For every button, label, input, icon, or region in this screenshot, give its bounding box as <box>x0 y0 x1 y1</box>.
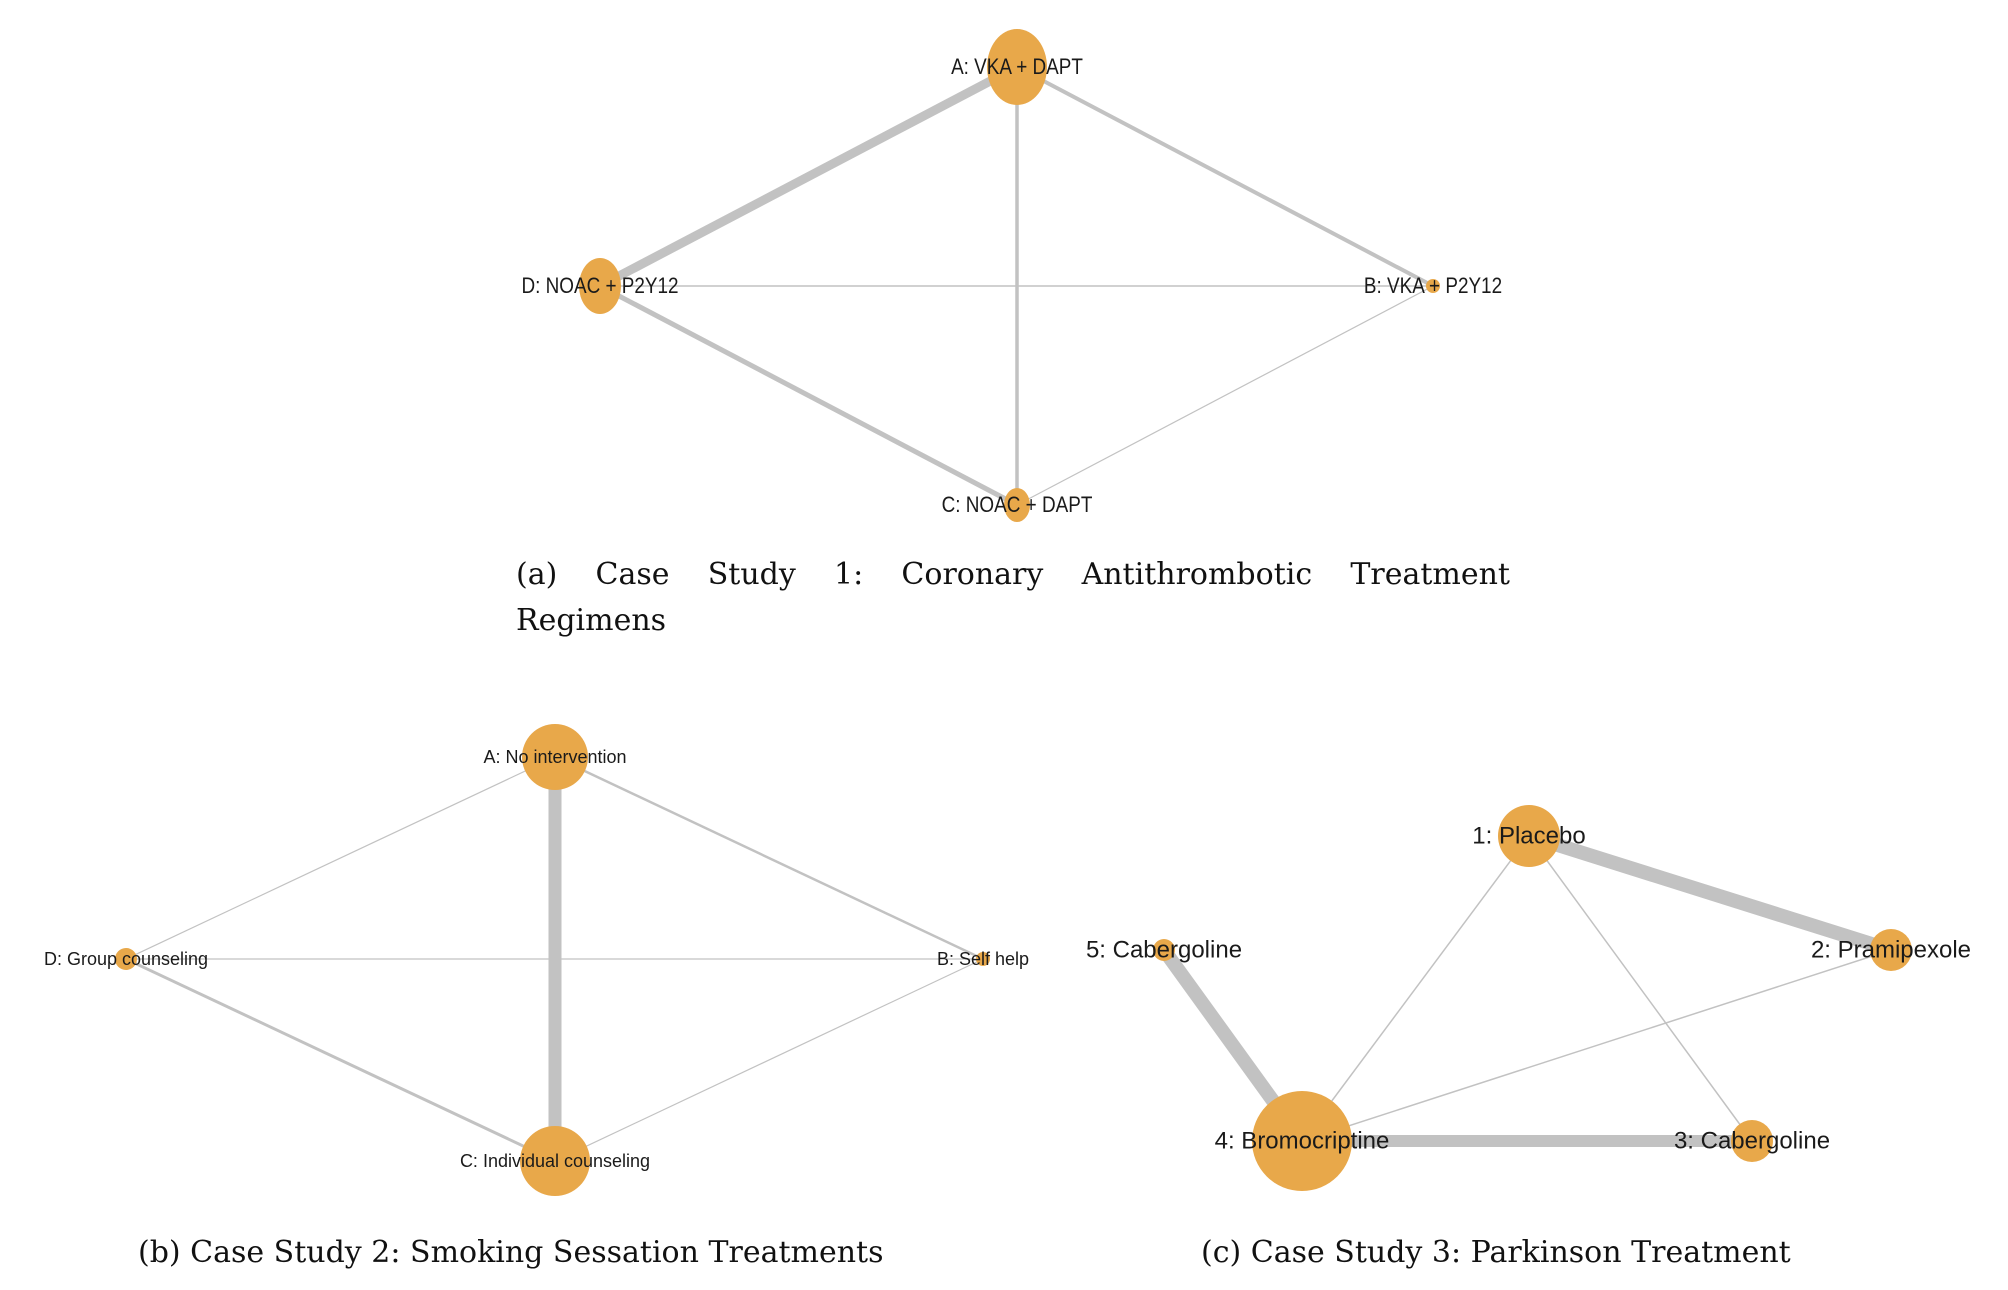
node-circle-a-A <box>987 29 1047 105</box>
node-circle-c-2 <box>1870 929 1912 971</box>
node-label-a-C: C: NOAC + DAPT <box>942 493 1093 518</box>
node-circle-c-1 <box>1498 805 1560 867</box>
node-c-4: 4: Bromocriptine <box>1215 1091 1390 1191</box>
node-circle-c-5 <box>1153 939 1175 961</box>
node-circle-b-D <box>115 948 137 970</box>
node-label-a-D: D: NOAC + P2Y12 <box>521 274 678 299</box>
node-label-a-B: B: VKA + P2Y12 <box>1364 274 1502 299</box>
edge-a-A-B <box>1016 65 1434 288</box>
node-label-b-B: B: Self help <box>937 949 1029 969</box>
node-c-5: 5: Cabergoline <box>1086 937 1242 964</box>
node-label-c-2: 2: Pramipexole <box>1811 937 1971 964</box>
edge-b-D-C <box>125 957 556 1163</box>
node-a-A: A: VKA + DAPT <box>951 29 1083 105</box>
node-label-b-C: C: Individual counseling <box>460 1151 650 1171</box>
caption-c: (c) Case Study 3: Parkinson Treatment <box>1201 1235 1791 1270</box>
node-circle-c-3 <box>1731 1120 1773 1162</box>
edge-c-1-4 <box>1301 835 1530 1142</box>
edge-b-B-C <box>554 958 984 1162</box>
node-b-A: A: No intervention <box>483 724 627 790</box>
edge-c-1-2 <box>1526 829 1894 957</box>
node-label-b-A: A: No intervention <box>483 747 626 767</box>
caption-a-line2: Regimens <box>516 603 667 638</box>
edge-a-B-C <box>1016 285 1434 506</box>
network-diagram-a: A: VKA + DAPT B: VKA + P2Y12 C: NOAC + DAP… <box>521 29 1502 522</box>
edge-b-A-D <box>125 756 556 960</box>
node-b-C: C: Individual counseling <box>460 1126 650 1196</box>
network-diagram-b: A: No intervention B: Self help C: Individ… <box>44 724 1029 1196</box>
caption-a-line1: (a) Case Study 1: Coronary Antithromboti… <box>516 557 1510 592</box>
node-label-c-4: 4: Bromocriptine <box>1215 1128 1390 1155</box>
caption-a: (a) Case Study 1: Coronary Antithromboti… <box>516 552 1510 644</box>
network-diagram-c: 1: Placebo 2: Pramipexole 3: Cabergoline 4:… <box>1086 805 1971 1191</box>
node-label-c-5: 5: Cabergoline <box>1086 937 1242 964</box>
node-c-3: 3: Cabergoline <box>1674 1120 1830 1162</box>
edges-c <box>1158 829 1894 1147</box>
edge-b-A-B <box>554 755 984 961</box>
edges-b <box>125 755 984 1163</box>
edge-c-1-3 <box>1528 835 1753 1142</box>
node-b-D: D: Group counseling <box>44 948 208 970</box>
node-circle-a-C <box>1004 488 1030 522</box>
node-a-C: C: NOAC + DAPT <box>942 488 1093 522</box>
node-circle-b-B <box>976 952 990 966</box>
node-a-D: D: NOAC + P2Y12 <box>521 258 679 314</box>
node-label-b-D: D: Group counseling <box>44 949 208 969</box>
node-a-B: B: VKA + P2Y12 <box>1364 274 1502 299</box>
edge-c-4-2 <box>1301 949 1892 1142</box>
caption-b: (b) Case Study 2: Smoking Sessation Trea… <box>138 1235 884 1270</box>
node-c-2: 2: Pramipexole <box>1811 929 1971 971</box>
node-circle-c-4 <box>1252 1091 1352 1191</box>
node-b-B: B: Self help <box>937 949 1029 969</box>
node-circle-b-C <box>520 1126 590 1196</box>
edge-a-A-D <box>597 63 1020 290</box>
node-label-c-3: 3: Cabergoline <box>1674 1128 1830 1155</box>
edges-a <box>597 63 1434 508</box>
node-circle-a-D <box>579 258 621 314</box>
node-label-c-1: 1: Placebo <box>1472 823 1585 850</box>
node-circle-b-A <box>522 724 588 790</box>
node-circle-a-B <box>1426 279 1440 293</box>
node-c-1: 1: Placebo <box>1472 805 1586 867</box>
edge-a-D-C <box>598 283 1019 508</box>
node-label-a-A: A: VKA + DAPT <box>951 55 1083 80</box>
